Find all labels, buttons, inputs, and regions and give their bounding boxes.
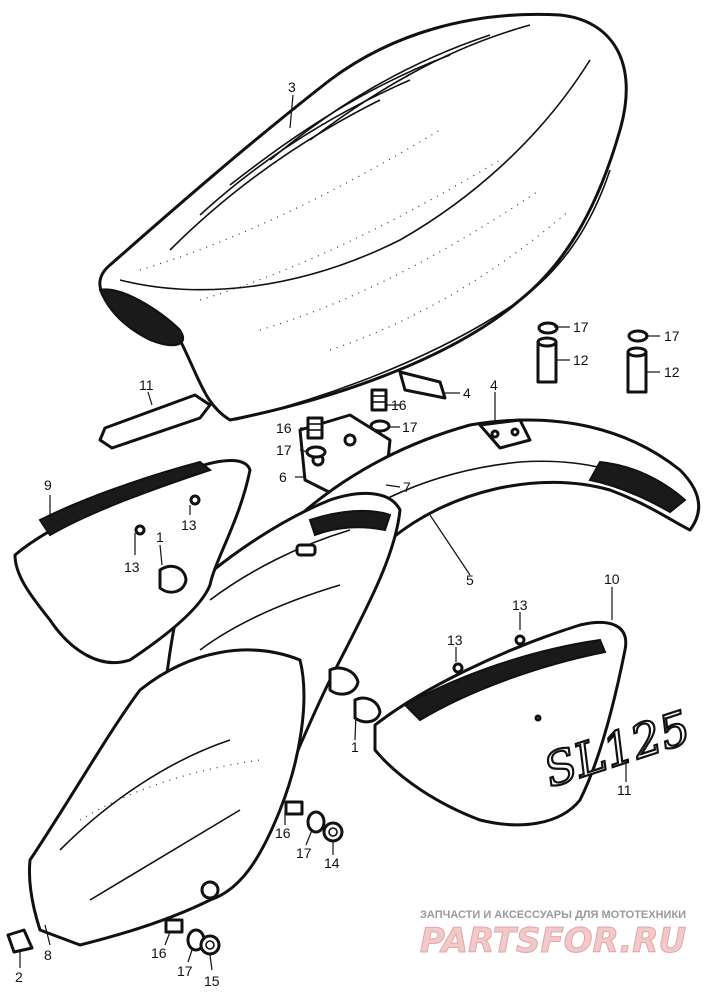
callout-13: 13: [124, 559, 140, 575]
callout-15: 15: [204, 973, 220, 989]
callout-17: 17: [402, 419, 418, 435]
callout-9: 9: [44, 477, 52, 493]
washer-17-upper: [369, 419, 391, 433]
nut-15: [199, 934, 221, 956]
callout-17: 17: [573, 319, 589, 335]
seat: [98, 12, 628, 422]
callout-17: 17: [664, 328, 680, 344]
callout-3: 3: [288, 79, 296, 95]
collar-12-b: [626, 346, 648, 394]
washer-17-lower-a: [306, 810, 326, 834]
callout-16: 16: [276, 420, 292, 436]
callout-11: 11: [139, 377, 154, 393]
callout-13: 13: [512, 597, 528, 613]
callout-6: 6: [279, 469, 287, 485]
washer-17-collar-a: [537, 321, 559, 335]
callout-13: 13: [181, 517, 197, 533]
callout-4: 4: [463, 385, 471, 401]
callout-11: 11: [617, 782, 632, 798]
callout-4: 4: [490, 377, 498, 393]
callout-5: 5: [466, 572, 474, 588]
nut-14: [322, 821, 344, 843]
side-cover-left: [13, 459, 252, 665]
clip-2: [6, 928, 34, 954]
callout-1: 1: [351, 739, 359, 755]
callout-16: 16: [391, 397, 407, 413]
callout-1: 1: [156, 529, 164, 545]
callout-17: 17: [296, 845, 312, 861]
callout-2: 2: [15, 969, 23, 985]
callout-17: 17: [177, 963, 193, 979]
watermark-tagline: ЗАПЧАСТИ И АКСЕССУАРЫ ДЛЯ МОТОТЕХНИКИ: [420, 909, 686, 921]
callout-14: 14: [324, 855, 340, 871]
bolt-16-lower-a: [284, 800, 304, 816]
callout-16: 16: [275, 825, 291, 841]
callout-16: 16: [151, 945, 167, 961]
callouts: 3 17 12 17 12 11 4 16 4 16 17 17 6 7 9 1…: [15, 79, 680, 989]
rear-inner-fender: [28, 648, 306, 947]
callout-7: 7: [403, 479, 411, 495]
bolt-16-lower-b: [164, 918, 184, 934]
bolt-16-upper: [370, 388, 388, 412]
callout-12: 12: [573, 352, 589, 368]
seat-strap: [98, 393, 212, 450]
bolt-16-left: [306, 416, 324, 440]
watermark-brand: PARTSFOR.RU: [420, 921, 686, 961]
side-cover-right: [373, 620, 628, 827]
leader-lines: [19, 94, 660, 971]
callout-10: 10: [604, 571, 620, 587]
callout-12: 12: [664, 364, 680, 380]
collar-12-a: [536, 336, 558, 384]
washer-17-collar-b: [627, 329, 649, 343]
callout-17: 17: [276, 442, 292, 458]
callout-13: 13: [447, 632, 463, 648]
callout-8: 8: [44, 947, 52, 963]
washer-17-left: [305, 445, 327, 459]
watermark: ЗАПЧАСТИ И АКСЕССУАРЫ ДЛЯ МОТОТЕХНИКИ PA…: [420, 909, 687, 962]
